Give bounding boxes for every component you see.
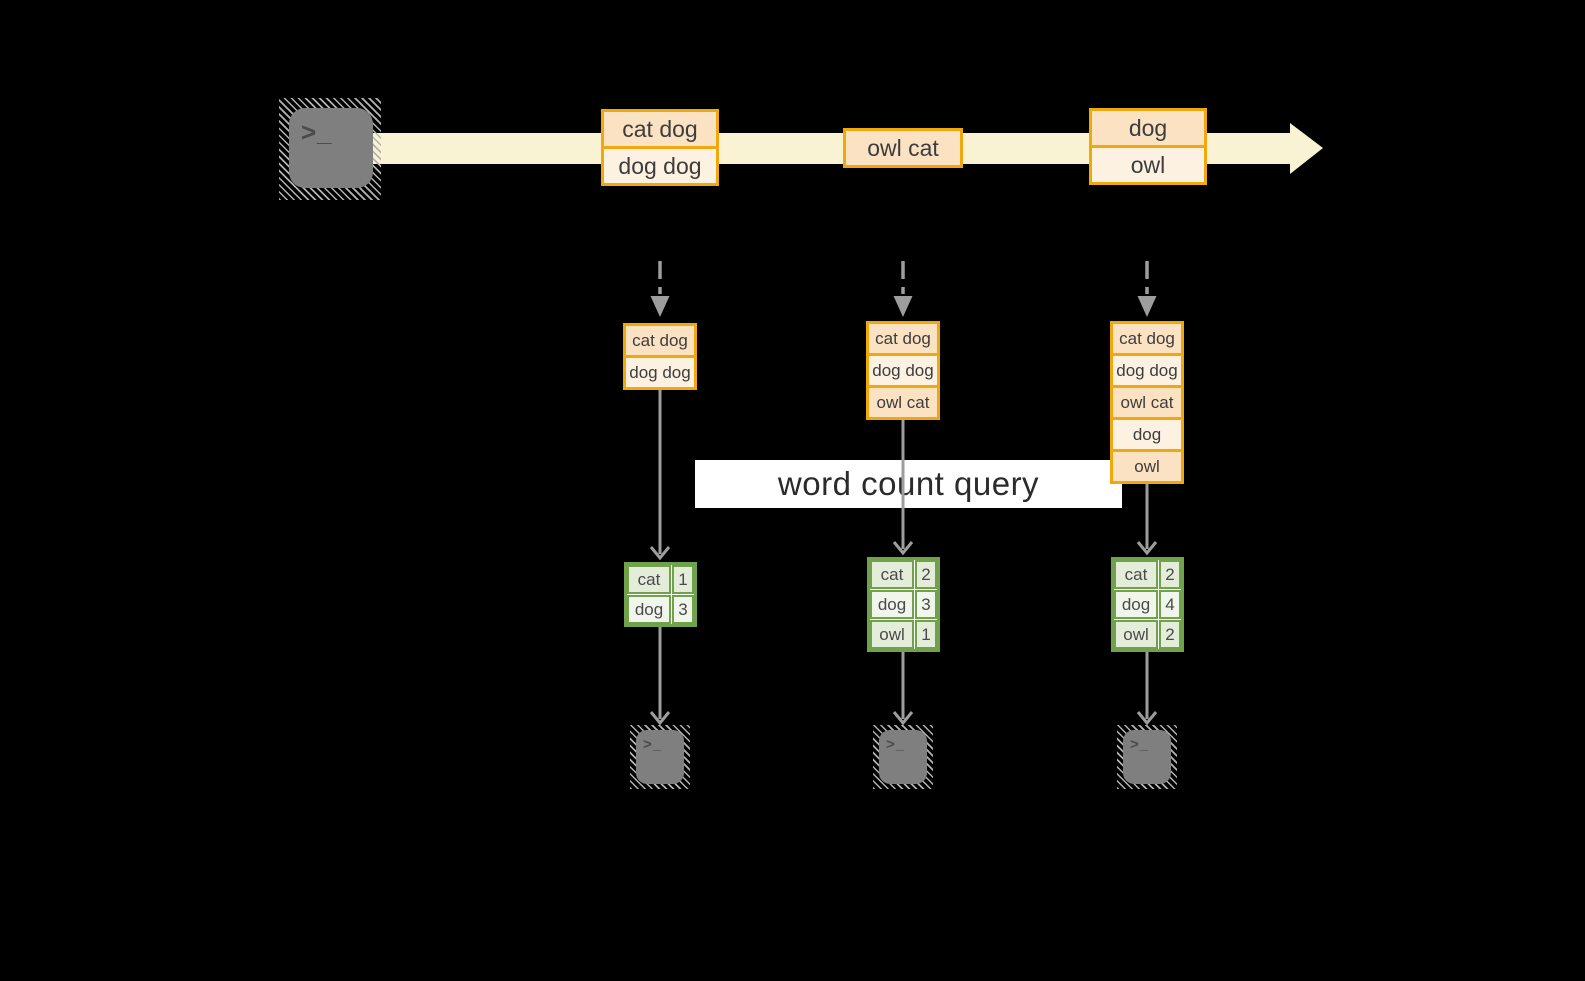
state-record: dog dog	[623, 355, 697, 390]
count-value: 1	[915, 620, 937, 649]
dashed-arrow-2	[893, 261, 913, 317]
count-table-1: cat 1 dog 3	[624, 562, 697, 627]
count-word: owl	[870, 620, 914, 649]
output-terminal-icon: >_	[873, 725, 933, 789]
terminal-window: >_	[879, 730, 927, 784]
count-value: 4	[1159, 590, 1181, 619]
count-value: 2	[1159, 620, 1181, 649]
count-word: dog	[1114, 590, 1158, 619]
state-record: dog dog	[1110, 353, 1184, 388]
query-label: word count query	[777, 465, 1040, 502]
output-arrow-2	[892, 652, 914, 726]
stream-batch-2: owl cat	[843, 128, 963, 168]
stream-batch-3: dog owl	[1089, 108, 1207, 185]
prompt-icon: >_	[1130, 736, 1150, 753]
count-value: 1	[672, 565, 694, 594]
query-label-box: word count query	[695, 460, 1122, 508]
state-record: cat dog	[1110, 321, 1184, 356]
count-table-3: cat 2 dog 4 owl 2	[1111, 557, 1184, 652]
count-word: dog	[627, 595, 671, 624]
count-word: cat	[627, 565, 671, 594]
source-terminal-icon: >_	[279, 98, 381, 200]
count-value: 3	[915, 590, 937, 619]
prompt-icon: >_	[886, 736, 906, 753]
state-record: owl cat	[866, 385, 940, 420]
output-arrow-3	[1136, 652, 1158, 726]
stream-batch-1: cat dog dog dog	[601, 109, 719, 186]
prompt-icon: >_	[643, 736, 663, 753]
count-word: cat	[870, 560, 914, 589]
dashed-arrow-1	[650, 261, 670, 317]
state-record: owl cat	[1110, 385, 1184, 420]
input-stack-2: cat dog dog dog owl cat	[866, 321, 940, 420]
count-word: owl	[1114, 620, 1158, 649]
stream-record: dog dog	[601, 146, 719, 186]
count-table-2: cat 2 dog 3 owl 1	[867, 557, 940, 652]
input-stack-1: cat dog dog dog	[623, 323, 697, 390]
prompt-icon: >_	[301, 117, 333, 147]
stream-record: cat dog	[601, 109, 719, 149]
state-record: owl	[1110, 449, 1184, 484]
count-value: 3	[672, 595, 694, 624]
input-stack-3: cat dog dog dog owl cat dog owl	[1110, 321, 1184, 484]
terminal-window: >_	[1123, 730, 1171, 784]
output-terminal-icon: >_	[630, 725, 690, 789]
state-record: dog dog	[866, 353, 940, 388]
terminal-window: >_	[289, 108, 373, 188]
count-word: dog	[870, 590, 914, 619]
query-arrow-1	[649, 389, 671, 561]
stream-record: owl	[1089, 145, 1207, 185]
count-value: 2	[1159, 560, 1181, 589]
stream-record: owl cat	[843, 128, 963, 168]
output-terminal-icon: >_	[1117, 725, 1177, 789]
state-record: cat dog	[866, 321, 940, 356]
count-value: 2	[915, 560, 937, 589]
terminal-window: >_	[636, 730, 684, 784]
state-record: dog	[1110, 417, 1184, 452]
output-arrow-1	[649, 627, 671, 726]
dashed-arrow-3	[1137, 261, 1157, 317]
query-arrow-3	[1136, 483, 1158, 556]
state-record: cat dog	[623, 323, 697, 358]
stream-record: dog	[1089, 108, 1207, 148]
count-word: cat	[1114, 560, 1158, 589]
